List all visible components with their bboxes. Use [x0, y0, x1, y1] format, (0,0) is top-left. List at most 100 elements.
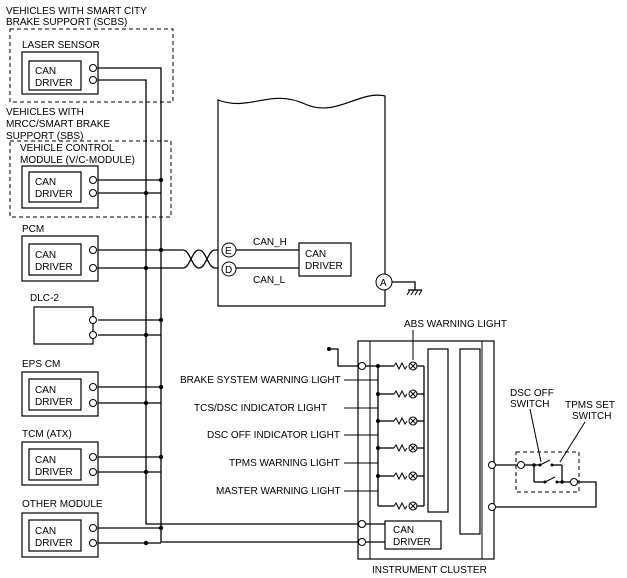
junction-dots	[143, 177, 164, 546]
eps-cm-label: EPS CM	[22, 359, 60, 370]
sbs-label-line-3: SUPPORT (SBS)	[6, 131, 83, 142]
dlc2-label: DLC-2	[30, 293, 59, 304]
can-driver-box	[28, 519, 82, 552]
sbs-label-line-1: VEHICLES WITH	[6, 107, 84, 118]
dsc-off-switch-label-1: DSC OFF	[510, 388, 554, 399]
can-driver-label-2: DRIVER	[35, 538, 73, 549]
tpms-leader	[559, 421, 586, 463]
switch-wire-2	[496, 481, 597, 508]
dsc-off-switch-label-2: SWITCH	[510, 399, 549, 410]
can-driver-label-2: DRIVER	[35, 189, 73, 200]
can-driver-label-1: CAN	[305, 249, 326, 260]
pin-a-label: A	[380, 278, 387, 289]
pin-e-label: E	[225, 246, 232, 257]
cluster-meter-block	[427, 348, 449, 513]
junction-dot	[143, 265, 149, 271]
resistor-icon	[393, 389, 408, 399]
can-l-trunk	[98, 79, 362, 525]
scbs-label-line-2: BRAKE SUPPORT (SCBS)	[6, 17, 127, 28]
laser-sensor-label: LASER SENSOR	[22, 40, 100, 51]
resistor-icon	[393, 443, 408, 453]
pin	[89, 264, 97, 272]
pin	[89, 468, 97, 476]
switch-block: DSC OFF SWITCH TPMS SET SWITCH	[496, 388, 615, 508]
dsc-off-leader	[529, 408, 542, 463]
junction-dot	[158, 247, 164, 253]
vc-module-label-line-1: VEHICLE CONTROL	[20, 143, 115, 154]
can-driver-label-1: CAN	[35, 177, 56, 188]
abs-light-label: ABS WARNING LIGHT	[404, 319, 507, 330]
can-bus-wiring	[98, 67, 362, 544]
can-h-label: CAN_H	[253, 237, 287, 248]
central-unit: CAN_H CAN_L CAN DRIVER E D A	[217, 94, 423, 307]
ground-wire	[392, 281, 416, 290]
dsc-off-light-label: DSC OFF INDICATOR LIGHT	[207, 430, 340, 441]
can-driver-label-2: DRIVER	[305, 261, 343, 272]
pin	[89, 539, 97, 547]
light-circuit-2	[376, 389, 424, 399]
master-light-label: MASTER WARNING LIGHT	[216, 486, 341, 497]
resistor-icon	[393, 501, 408, 511]
pin	[517, 461, 525, 469]
can-l-label: CAN_L	[253, 275, 286, 286]
light-circuit-5	[376, 471, 424, 481]
can-driver-box	[28, 171, 82, 203]
pin	[89, 453, 97, 461]
can-driver-label-1: CAN	[393, 525, 414, 536]
pin	[89, 246, 97, 254]
dsc-off-switch-icon	[534, 459, 562, 467]
pin	[570, 478, 578, 486]
pin-e	[221, 242, 237, 258]
light-circuit-3	[376, 416, 424, 426]
can-driver-label-1: CAN	[35, 385, 56, 396]
brake-system-light-label: BRAKE SYSTEM WARNING LIGHT	[180, 375, 341, 386]
scbs-dashed-boundary	[9, 28, 174, 103]
pin	[89, 524, 97, 532]
light-circuit-4	[376, 443, 424, 453]
can-driver-box	[28, 378, 82, 411]
pin	[488, 461, 496, 469]
resistor-icon	[393, 416, 408, 426]
pin	[488, 503, 496, 511]
cluster-label: INSTRUMENT CLUSTER	[372, 565, 487, 576]
eps-cm-module: EPS CM CAN DRIVER	[21, 359, 99, 417]
light-circuit-1	[376, 361, 424, 371]
can-h-trunk	[98, 67, 362, 543]
can-driver-label-1: CAN	[35, 455, 56, 466]
laser-sensor-module: LASER SENSOR CAN DRIVER	[21, 40, 100, 95]
junction-dot	[158, 384, 164, 390]
junction-dot	[143, 332, 149, 338]
ground-icon	[406, 289, 423, 296]
tpms-set-switch-label-1: TPMS SET	[565, 400, 615, 411]
can-driver-box	[28, 60, 82, 91]
pin	[89, 383, 97, 391]
tpms-light-label: TPMS WARNING LIGHT	[229, 458, 340, 469]
can-driver-label-1: CAN	[35, 250, 56, 261]
pin-d	[221, 261, 237, 277]
vc-module: VEHICLE CONTROL MODULE (V/C-MODULE) CAN …	[20, 143, 135, 209]
light-circuit-6	[378, 501, 424, 511]
junction-dot	[143, 469, 149, 475]
module-pins	[89, 64, 97, 547]
junction-dot	[143, 400, 149, 406]
other-module-label: OTHER MODULE	[22, 499, 103, 510]
feed-dot	[327, 347, 331, 351]
junction-dot	[158, 525, 164, 531]
pin	[89, 76, 97, 84]
switch-dashed-boundary	[515, 451, 580, 493]
sbs-dashed-boundary	[9, 140, 172, 218]
can-driver-label-2: DRIVER	[35, 397, 73, 408]
can-driver-label-2: DRIVER	[35, 262, 73, 273]
tcs-dsc-light-label: TCS/DSC INDICATOR LIGHT	[194, 403, 327, 414]
scbs-group: VEHICLES WITH SMART CITY BRAKE SUPPORT (…	[6, 6, 174, 103]
resistor-icon	[393, 361, 408, 371]
ign-feed-wire	[329, 348, 358, 367]
can-driver-box	[384, 520, 442, 550]
vc-module-label-line-2: MODULE (V/C-MODULE)	[20, 155, 135, 166]
tcm-module: TCM (ATX) CAN DRIVER	[21, 429, 99, 486]
tpms-set-switch-label-2: SWITCH	[572, 411, 611, 422]
tcm-label: TCM (ATX)	[22, 429, 72, 440]
cluster-gauge-block	[459, 348, 481, 535]
sbs-label-line-2: MRCC/SMART BRAKE	[6, 119, 110, 130]
